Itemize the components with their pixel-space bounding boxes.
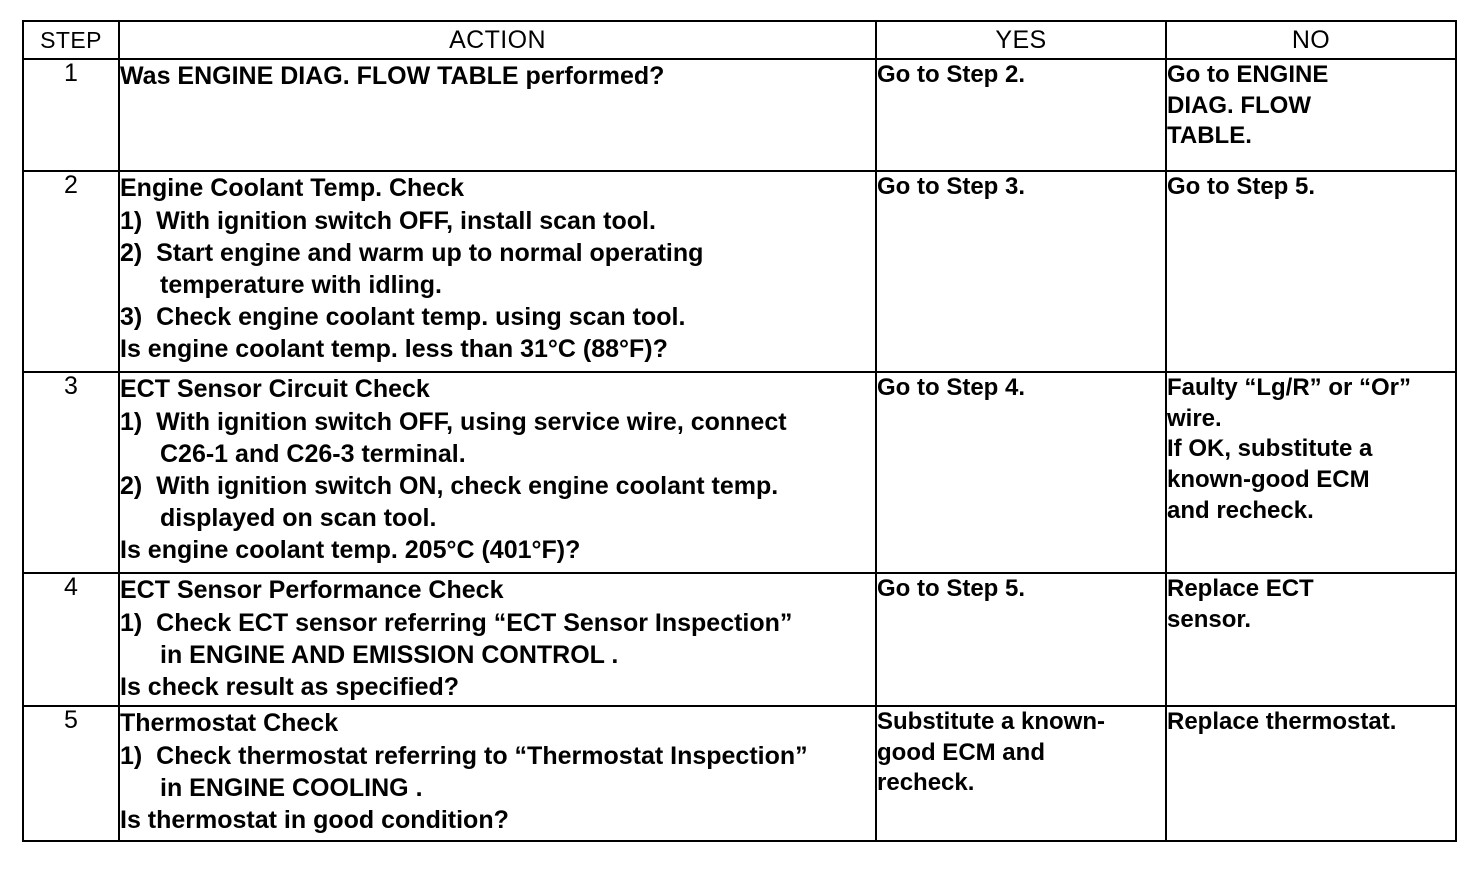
action-title: ECT Sensor Circuit Check bbox=[120, 375, 430, 403]
action-item-text: temperature with idling. bbox=[160, 271, 442, 299]
action-item-text: With ignition switch ON, check engine co… bbox=[156, 472, 779, 500]
action-item: 1) Check ECT sensor referring “ECT Senso… bbox=[120, 607, 875, 639]
action-item: 1) Check thermostat referring to “Thermo… bbox=[120, 740, 875, 772]
yes-line: Go to Step 3. bbox=[877, 173, 1026, 200]
no-cell: Replace thermostat. bbox=[1165, 705, 1457, 842]
action-item-number: 1) bbox=[120, 742, 143, 770]
step-number: 2 bbox=[22, 170, 120, 373]
no-line: Replace ECT bbox=[1167, 575, 1314, 602]
action-question: Is engine coolant temp. 205°C (401°F)? bbox=[120, 536, 581, 564]
action-title: Thermostat Check bbox=[120, 709, 339, 737]
table-header-row: STEP ACTION YES NO bbox=[22, 20, 1457, 60]
step-number: 1 bbox=[22, 58, 120, 172]
yes-line: Substitute a known- bbox=[877, 708, 1105, 735]
table-row: 3 ECT Sensor Circuit Check 1) With ignit… bbox=[22, 371, 1457, 574]
diagnostic-flow-table: STEP ACTION YES NO 1 Was ENGINE DIAG. FL… bbox=[22, 20, 1457, 842]
action-item-number: 1) bbox=[120, 207, 143, 235]
action-item: 1) With ignition switch OFF, install sca… bbox=[120, 205, 875, 237]
action-question: Is check result as specified? bbox=[120, 673, 460, 701]
column-header-step: STEP bbox=[22, 20, 120, 60]
no-cell: Go to Step 5. bbox=[1165, 170, 1457, 373]
yes-line: Go to Step 4. bbox=[877, 374, 1026, 401]
action-item-text: Check engine coolant temp. using scan to… bbox=[156, 303, 686, 331]
yes-line: Go to Step 5. bbox=[877, 575, 1026, 602]
action-item: 3) Check engine coolant temp. using scan… bbox=[120, 301, 875, 333]
no-line: If OK, substitute a bbox=[1167, 435, 1373, 463]
step-number: 4 bbox=[22, 572, 120, 707]
action-item-text: With ignition switch OFF, install scan t… bbox=[156, 207, 656, 235]
action-item-text: displayed on scan tool. bbox=[160, 504, 437, 532]
column-header-no: NO bbox=[1165, 20, 1457, 60]
action-title: ECT Sensor Performance Check bbox=[120, 576, 504, 604]
yes-line: Go to Step 2. bbox=[877, 61, 1026, 88]
action-item-text: in ENGINE COOLING . bbox=[160, 774, 423, 802]
no-line: DIAG. FLOW bbox=[1167, 91, 1311, 119]
action-item-text: Check ECT sensor referring “ECT Sensor I… bbox=[156, 609, 793, 637]
action-item: 2) Start engine and warm up to normal op… bbox=[120, 237, 875, 269]
yes-line: recheck. bbox=[877, 769, 975, 797]
column-header-action: ACTION bbox=[118, 20, 877, 60]
table-row: 2 Engine Coolant Temp. Check 1) With ign… bbox=[22, 170, 1457, 373]
action-cell: ECT Sensor Circuit Check 1) With ignitio… bbox=[118, 371, 877, 574]
action-item-text: With ignition switch OFF, using service … bbox=[156, 408, 787, 436]
action-cell: Engine Coolant Temp. Check 1) With ignit… bbox=[118, 170, 877, 373]
no-line: TABLE. bbox=[1167, 122, 1252, 150]
table-row: 1 Was ENGINE DIAG. FLOW TABLE performed?… bbox=[22, 58, 1457, 172]
action-title: Was ENGINE DIAG. FLOW TABLE performed? bbox=[120, 62, 665, 90]
no-line: Go to Step 5. bbox=[1167, 173, 1316, 200]
no-line: wire. bbox=[1167, 404, 1222, 432]
action-item-text: Start engine and warm up to normal opera… bbox=[156, 239, 704, 267]
action-cell: Was ENGINE DIAG. FLOW TABLE performed? bbox=[118, 58, 877, 172]
column-header-yes: YES bbox=[875, 20, 1167, 60]
no-cell: Faulty “Lg/R” or “Or” wire. If OK, subst… bbox=[1165, 371, 1457, 574]
table-body: 1 Was ENGINE DIAG. FLOW TABLE performed?… bbox=[22, 58, 1457, 842]
no-line: Faulty “Lg/R” or “Or” bbox=[1167, 374, 1412, 401]
action-cell: ECT Sensor Performance Check 1) Check EC… bbox=[118, 572, 877, 707]
action-title: Engine Coolant Temp. Check bbox=[120, 174, 465, 202]
yes-cell: Substitute a known- good ECM and recheck… bbox=[875, 705, 1167, 842]
action-item-text: in ENGINE AND EMISSION CONTROL . bbox=[160, 641, 619, 669]
no-line: Replace thermostat. bbox=[1167, 708, 1397, 735]
action-item-text: Check thermostat referring to “Thermosta… bbox=[156, 742, 808, 770]
action-item: 2) With ignition switch ON, check engine… bbox=[120, 470, 875, 502]
action-question: Is thermostat in good condition? bbox=[120, 806, 509, 834]
yes-cell: Go to Step 3. bbox=[875, 170, 1167, 373]
yes-cell: Go to Step 2. bbox=[875, 58, 1167, 172]
no-line: and recheck. bbox=[1167, 496, 1314, 524]
action-item-number: 1) bbox=[120, 408, 143, 436]
yes-line: good ECM and bbox=[877, 738, 1045, 766]
no-line: known-good ECM bbox=[1167, 466, 1370, 494]
no-line: Go to ENGINE bbox=[1167, 61, 1329, 88]
step-number: 3 bbox=[22, 371, 120, 574]
action-item-number: 1) bbox=[120, 609, 143, 637]
table-header: STEP ACTION YES NO bbox=[22, 20, 1457, 60]
yes-cell: Go to Step 4. bbox=[875, 371, 1167, 574]
table-row: 5 Thermostat Check 1) Check thermostat r… bbox=[22, 705, 1457, 842]
no-cell: Go to ENGINE DIAG. FLOW TABLE. bbox=[1165, 58, 1457, 172]
action-cell: Thermostat Check 1) Check thermostat ref… bbox=[118, 705, 877, 842]
action-item-number: 2) bbox=[120, 472, 143, 500]
action-item: 1) With ignition switch OFF, using servi… bbox=[120, 406, 875, 438]
action-question: Is engine coolant temp. less than 31°C (… bbox=[120, 335, 668, 363]
step-number: 5 bbox=[22, 705, 120, 842]
action-item-number: 3) bbox=[120, 303, 143, 331]
no-line: sensor. bbox=[1167, 605, 1252, 633]
yes-cell: Go to Step 5. bbox=[875, 572, 1167, 707]
action-item-text: C26-1 and C26-3 terminal. bbox=[160, 440, 466, 468]
table-row: 4 ECT Sensor Performance Check 1) Check … bbox=[22, 572, 1457, 707]
no-cell: Replace ECT sensor. bbox=[1165, 572, 1457, 707]
action-item-number: 2) bbox=[120, 239, 143, 267]
